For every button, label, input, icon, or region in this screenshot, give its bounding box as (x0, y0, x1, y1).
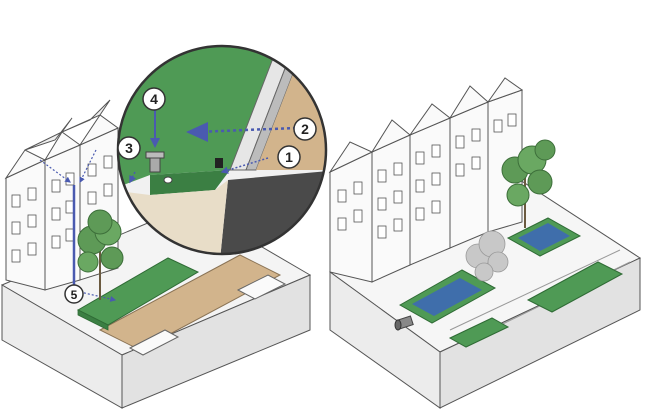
outfall-pipe-icon (215, 158, 223, 168)
curb-block (236, 274, 287, 300)
svg-text:1: 1 (285, 149, 293, 165)
svg-text:2: 2 (301, 121, 309, 137)
tree-shadow (465, 230, 509, 282)
right-scene (328, 77, 642, 409)
curb-block-2 (128, 329, 180, 356)
callout-5: 5 (64, 284, 84, 304)
left-windows (11, 155, 113, 263)
tree-icon (501, 139, 556, 228)
outfall-pipe-icon (394, 315, 414, 331)
callout-4: 4 (142, 87, 166, 111)
right-bioswale-3 (526, 261, 624, 313)
svg-text:3: 3 (125, 140, 133, 156)
tree-icon (77, 209, 124, 300)
right-bioswale-4 (448, 317, 510, 348)
sand-path (98, 254, 282, 351)
lens-asphalt (220, 170, 326, 254)
callout-2: 2 (293, 117, 317, 141)
left-scene (0, 99, 312, 409)
callout-1: 1 (277, 145, 301, 169)
svg-text:5: 5 (71, 288, 78, 302)
svg-text:4: 4 (150, 91, 158, 107)
left-ground-side (121, 274, 311, 409)
right-windows (337, 113, 517, 239)
callout-3: 3 (117, 136, 141, 160)
